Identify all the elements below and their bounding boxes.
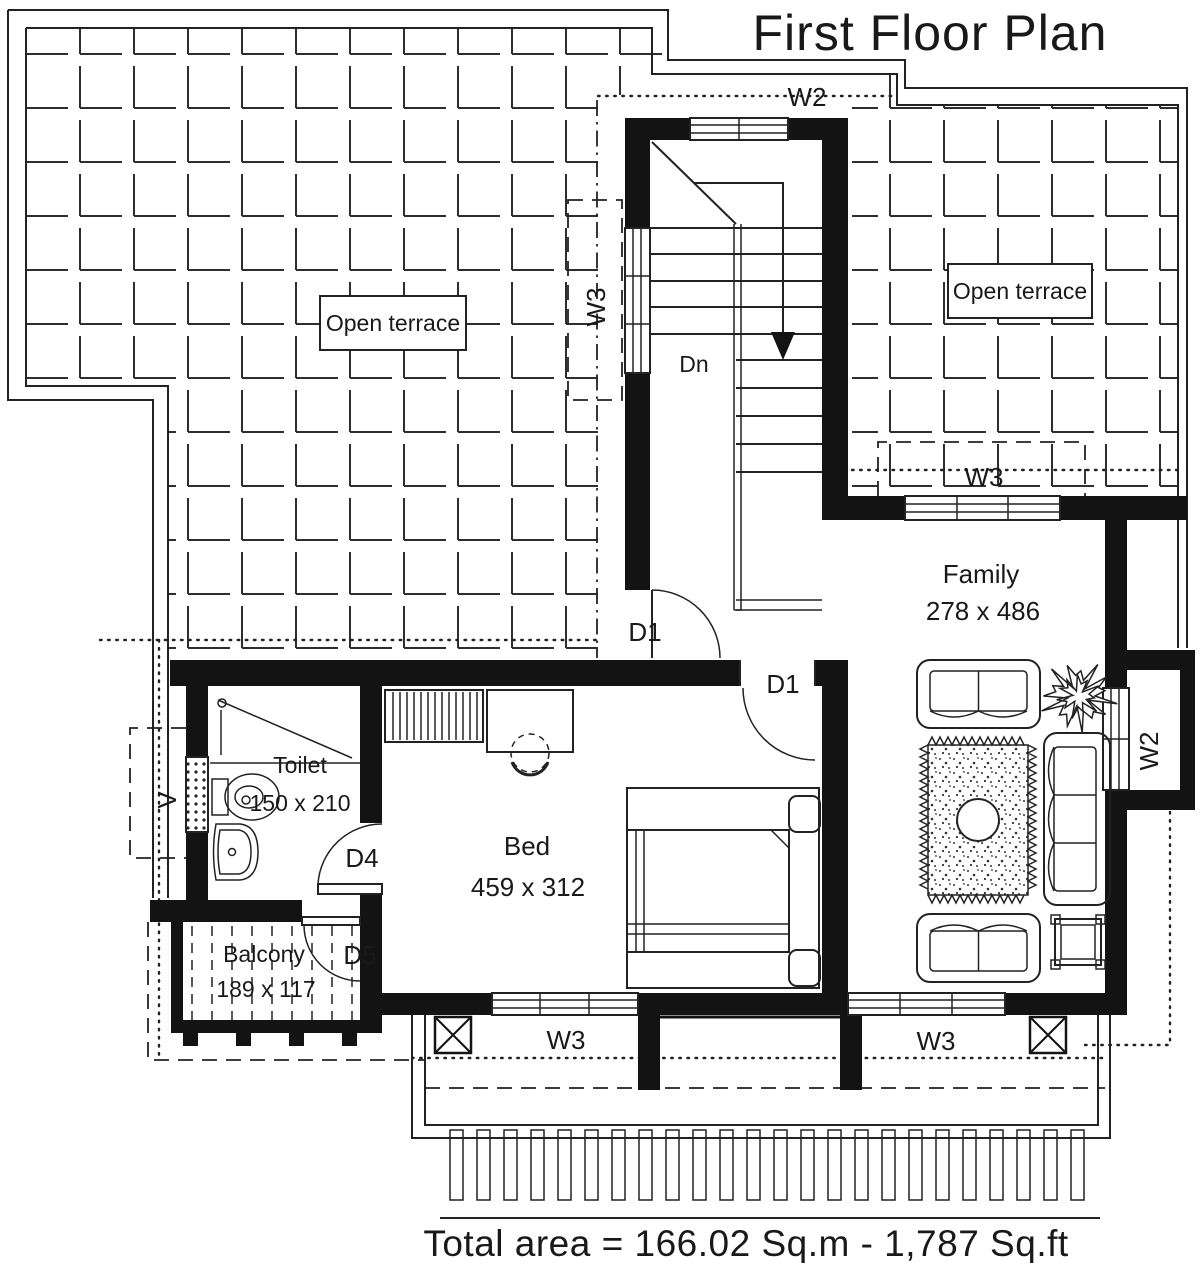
room-label-boxes	[319, 263, 1093, 351]
chair	[510, 733, 550, 777]
door-d1-stair	[651, 589, 721, 659]
bed-icon	[626, 787, 821, 989]
door-label-d5: D5	[343, 940, 376, 970]
balcony-decking	[191, 926, 353, 1028]
room-label-open-terrace-right: Open terrace	[953, 278, 1087, 304]
window-w3-bed-left	[491, 992, 639, 1016]
staircase	[650, 140, 822, 658]
window-w3-stair	[624, 227, 651, 374]
window-label-w2-top: W2	[788, 82, 827, 112]
washbasin-icon	[212, 823, 259, 881]
side-table	[1050, 914, 1106, 970]
room-label-toilet: Toilet	[273, 752, 327, 778]
door-label-d4: D4	[345, 843, 378, 873]
page-title: First Floor Plan	[753, 5, 1108, 61]
sofa-right	[1043, 732, 1111, 906]
bedroom-furniture	[384, 689, 821, 989]
window-label-w3-terrace: W3	[965, 462, 1004, 492]
room-dims-family: 278 x 486	[926, 596, 1040, 626]
labels: First Floor Plan Total area = 166.02 Sq.…	[152, 5, 1164, 1263]
window-label-w2-family: W2	[1134, 732, 1164, 771]
column-icon	[1028, 1015, 1068, 1055]
family-furniture	[916, 659, 1118, 983]
stair-treads	[650, 227, 822, 611]
walls	[150, 118, 1195, 1090]
down-arrow-icon	[771, 332, 795, 360]
column-icon	[433, 1015, 473, 1055]
window-w2-top	[689, 117, 789, 141]
stair-direction-line	[694, 182, 784, 338]
windows	[185, 117, 1130, 1016]
ventilator-v	[185, 756, 209, 833]
room-label-open-terrace-left: Open terrace	[326, 310, 460, 336]
wardrobe	[384, 689, 484, 743]
porch	[411, 1015, 1111, 1219]
door-d1-bed	[739, 660, 816, 761]
rug	[918, 735, 1038, 905]
total-area-text: Total area = 166.02 Sq.m - 1,787 Sq.ft	[423, 1223, 1069, 1263]
door-label-d1-stair: D1	[628, 617, 661, 647]
window-label-w3-bed-right: W3	[917, 1026, 956, 1056]
room-dims-toilet: 150 x 210	[249, 790, 350, 816]
ventilator-label-v: V	[152, 791, 182, 809]
door-d5-balcony	[301, 916, 361, 982]
door-label-d1-bed: D1	[766, 669, 799, 699]
stair-down-label: Dn	[679, 351, 708, 377]
room-label-balcony: Balcony	[223, 941, 305, 967]
railing-slats	[449, 1129, 1085, 1201]
shower-area	[210, 698, 360, 764]
wc-icon	[211, 773, 280, 821]
room-dims-bed: 459 x 312	[471, 872, 585, 902]
door-d4-toilet	[317, 823, 383, 895]
toilet-fixtures	[210, 698, 360, 881]
room-dims-balcony: 189 x 117	[216, 976, 315, 1002]
pillow	[788, 795, 821, 833]
window-w3-terrace	[904, 495, 1061, 521]
room-label-bed: Bed	[504, 831, 550, 861]
plant-icon	[1041, 663, 1118, 733]
shower-head-icon	[217, 698, 227, 708]
window-label-w3-bed-left: W3	[547, 1025, 586, 1055]
window-label-w3-stair: W3	[581, 288, 611, 327]
window-w3-bed-right	[847, 992, 1006, 1016]
desk	[486, 689, 574, 753]
room-label-family: Family	[943, 559, 1020, 589]
guide-lines	[98, 94, 1180, 1089]
pillow	[788, 949, 821, 987]
doors	[301, 589, 816, 982]
stair-interior	[650, 140, 822, 658]
terrace-boundary	[7, 9, 1188, 898]
